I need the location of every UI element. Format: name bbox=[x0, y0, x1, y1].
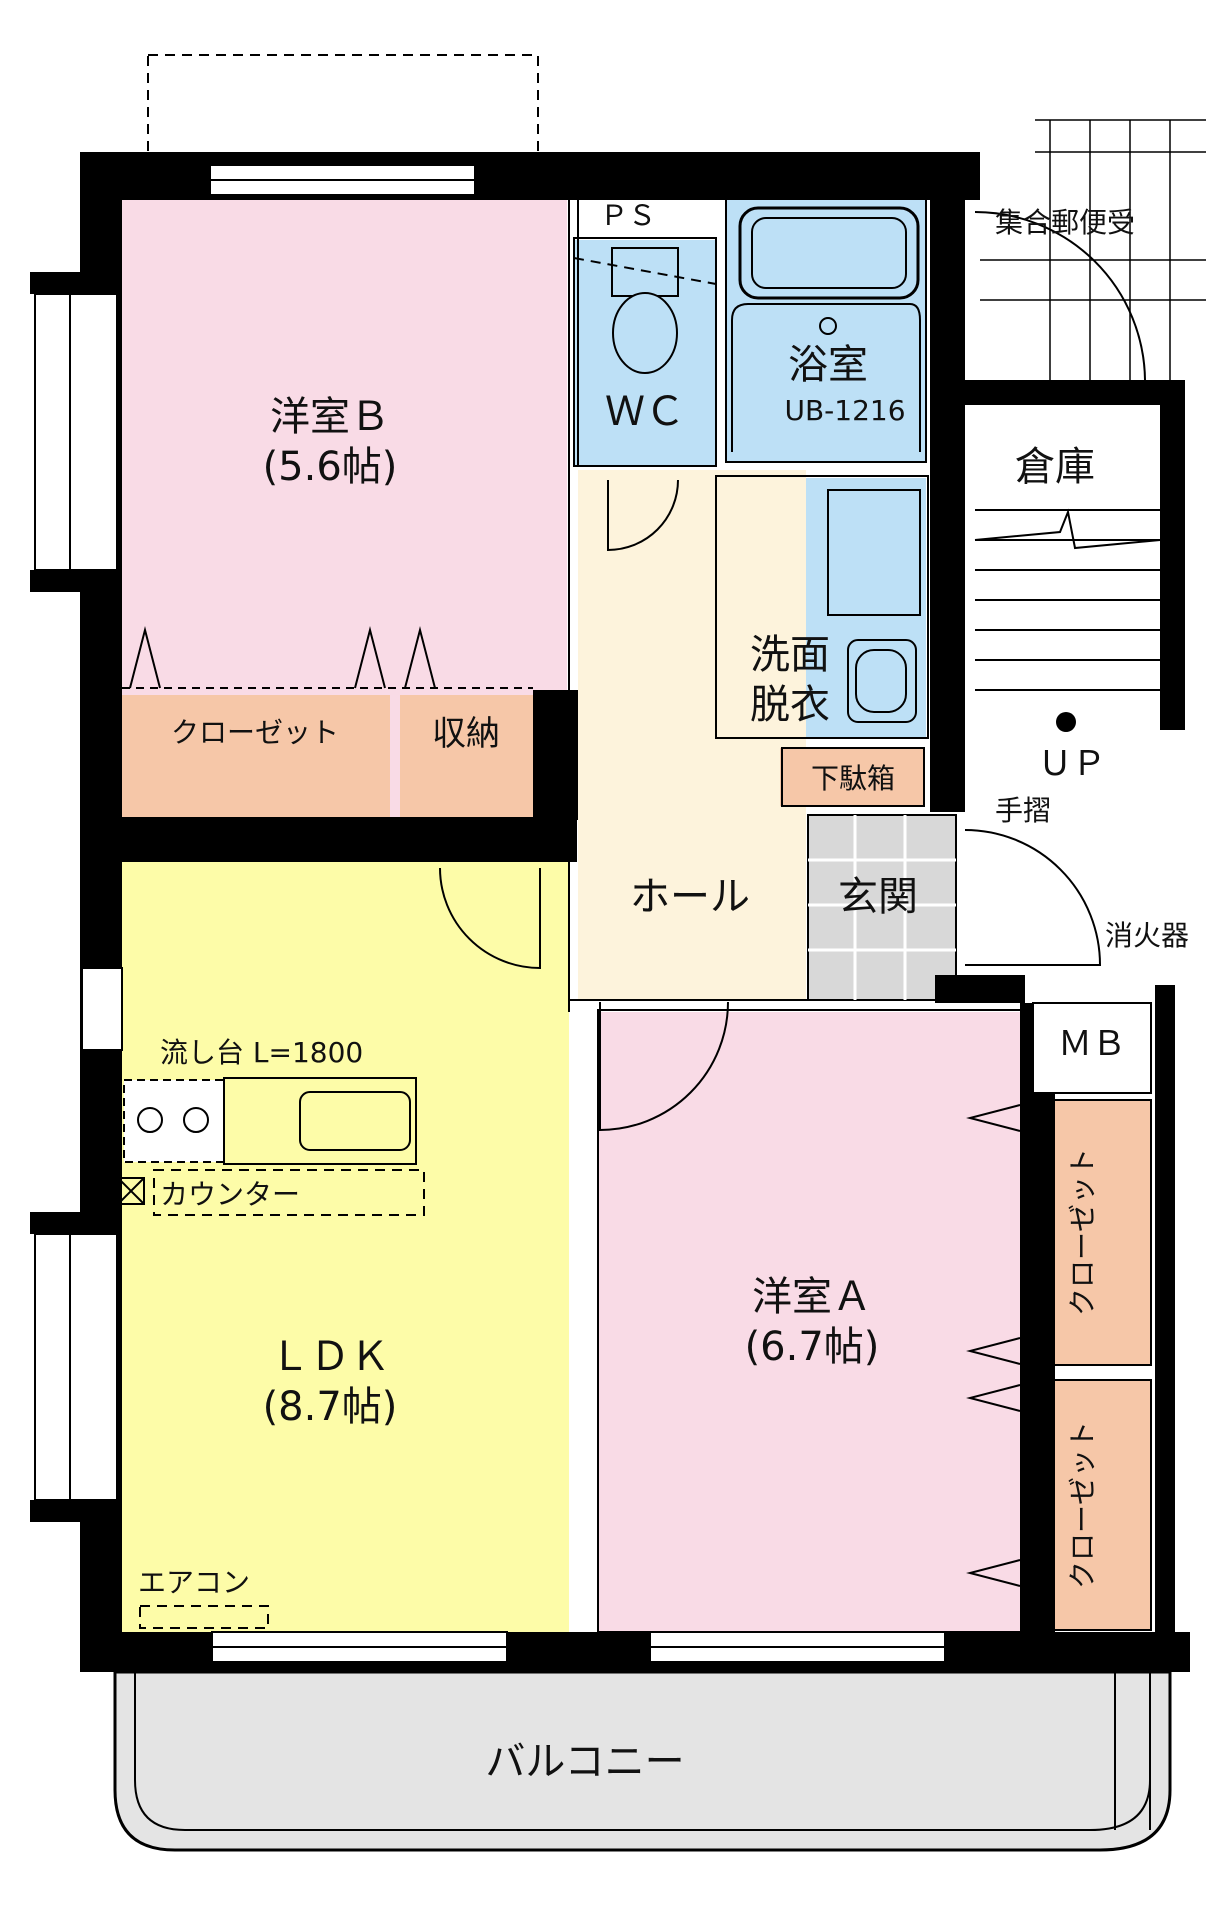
wall-storage bbox=[962, 380, 1172, 405]
western-room-a-fill bbox=[598, 1012, 1020, 1632]
shoe-box-fill bbox=[780, 748, 924, 806]
aircon-label: エアコン bbox=[138, 1566, 250, 1599]
wall-far-right bbox=[1155, 985, 1175, 1645]
door-ldk bbox=[439, 867, 541, 970]
mb-label: ＭＢ bbox=[1058, 1024, 1126, 1064]
entrance-label: 玄関 bbox=[838, 874, 918, 920]
mb-box bbox=[1032, 1002, 1152, 1094]
entrance-fill bbox=[808, 815, 956, 1000]
door-wc bbox=[607, 479, 679, 552]
washroom-label-1: 洗面 bbox=[750, 632, 830, 678]
ldk-fill bbox=[122, 862, 569, 1632]
wall-left-bump2-bot bbox=[30, 1500, 80, 1522]
western-room-a-size: (6.7帖) bbox=[745, 1324, 880, 1370]
sink-unit bbox=[223, 1077, 417, 1165]
counter-outline bbox=[153, 1169, 425, 1216]
stairs bbox=[974, 508, 1161, 691]
mailbox-label: 集合郵便受 bbox=[995, 206, 1135, 239]
bath-model: UB-1216 bbox=[784, 394, 905, 427]
toilet-icon bbox=[573, 247, 717, 374]
bath-label: 浴室 bbox=[788, 342, 868, 388]
closet-a2-label: クローゼット bbox=[1066, 1421, 1099, 1589]
wall-left-bump-top bbox=[30, 272, 80, 294]
window-left-b bbox=[34, 293, 118, 571]
washroom-label-2: 脱衣 bbox=[750, 682, 830, 728]
counter-label: カウンター bbox=[160, 1178, 300, 1211]
entrance-tiles bbox=[808, 815, 956, 1000]
storage-room-fill bbox=[962, 405, 1167, 720]
wall-left-bump-bot bbox=[30, 570, 80, 592]
fire-extinguisher-label: 消火器 bbox=[1105, 919, 1189, 952]
ldk-name: ＬＤＫ bbox=[270, 1334, 390, 1380]
western-room-b-name: 洋室Ｂ bbox=[270, 394, 390, 440]
window-left-small bbox=[81, 967, 123, 1051]
closet-b-label: クローゼット bbox=[171, 716, 339, 749]
door-entrance bbox=[964, 829, 1102, 966]
ps-label: ＰＳ bbox=[600, 199, 656, 232]
wall-core-right bbox=[930, 152, 965, 812]
wall-b-ldk bbox=[117, 817, 577, 862]
wall-storage-right bbox=[1160, 380, 1185, 730]
closet-b-doors bbox=[122, 626, 533, 689]
handrail-label: 手摺 bbox=[995, 794, 1051, 827]
wc-label: ＷＣ bbox=[605, 389, 685, 435]
wall-b-right bbox=[533, 690, 578, 820]
stairs-up-marker bbox=[1056, 712, 1076, 732]
bathtub bbox=[738, 206, 920, 300]
shoe-box-label: 下駄箱 bbox=[811, 762, 895, 795]
storage-room-label: 倉庫 bbox=[1015, 444, 1095, 490]
balcony-outline bbox=[113, 1670, 1172, 1852]
door-storage bbox=[974, 211, 1146, 381]
hall-fill bbox=[578, 470, 806, 1000]
hall-label: ホール bbox=[630, 874, 750, 920]
stairs-up-label: ＵＰ bbox=[1038, 744, 1106, 784]
wall-entrance-right bbox=[935, 975, 1025, 1003]
washer-space bbox=[827, 489, 921, 616]
wall-a-right bbox=[1020, 1003, 1055, 1643]
exterior-grid bbox=[980, 119, 1206, 380]
storage-b-label: 収納 bbox=[432, 714, 500, 754]
ldk-size: (8.7帖) bbox=[263, 1384, 398, 1430]
balcony-label: バルコニー bbox=[485, 1739, 684, 1785]
closet-a1-label: クローゼット bbox=[1066, 1148, 1099, 1316]
western-room-b-size: (5.6帖) bbox=[263, 444, 398, 490]
door-a bbox=[599, 1001, 729, 1132]
sink-label: 流し台 L=1800 bbox=[160, 1036, 363, 1069]
window-left-ldk bbox=[34, 1233, 118, 1501]
balcony-projection bbox=[147, 54, 539, 156]
wash-basin bbox=[847, 639, 917, 723]
aircon-unit bbox=[139, 1605, 269, 1629]
closet-b-fill bbox=[122, 695, 390, 817]
closet-a-doors bbox=[966, 1104, 1021, 1587]
storage-b-fill bbox=[400, 695, 533, 817]
wall-left-bump2-top bbox=[30, 1212, 80, 1234]
western-room-a-name: 洋室Ａ bbox=[752, 1274, 872, 1320]
